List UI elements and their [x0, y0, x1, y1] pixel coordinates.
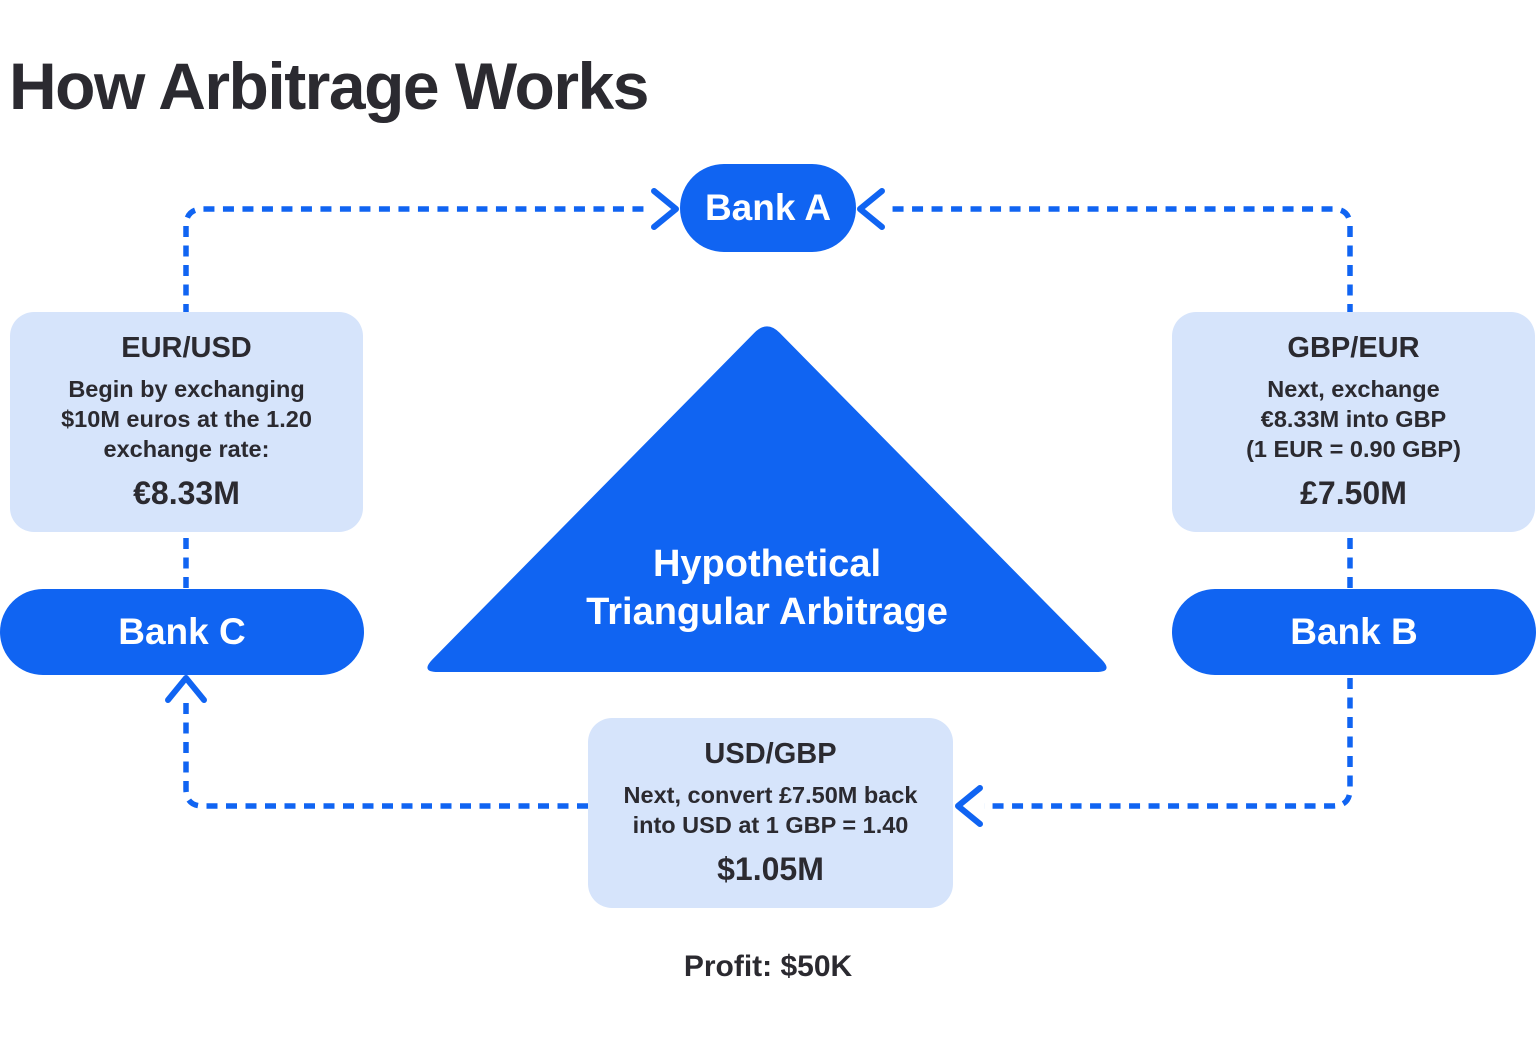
- arrow-line-b-to-usdgbp: [984, 678, 1353, 809]
- step-value-gbp-eur: £7.50M: [1300, 475, 1407, 511]
- step-box-usd-gbp: USD/GBP Next, convert £7.50M back into U…: [588, 718, 953, 908]
- bank-b-label: Bank B: [1290, 611, 1418, 652]
- step-value-usd-gbp: $1.05M: [717, 851, 824, 887]
- arrow-line-c-to-a: [183, 206, 650, 588]
- step-title-usd-gbp: USD/GBP: [704, 738, 837, 770]
- bank-b-node: Bank B: [1172, 589, 1536, 675]
- step-box-gbp-eur: GBP/EUR Next, exchange €8.33M into GBP (…: [1172, 312, 1535, 532]
- step-value-eur-usd: €8.33M: [133, 475, 240, 511]
- page-title: How Arbitrage Works: [9, 49, 649, 123]
- arrowhead-into-usdgbp-box: [955, 785, 983, 827]
- step-body-eur-usd: Begin by exchanging $10M euros at the 1.…: [61, 376, 312, 462]
- step-title-gbp-eur: GBP/EUR: [1287, 332, 1420, 364]
- arrowhead-into-bank-a-left: [651, 188, 679, 230]
- arrowhead-into-bank-a-right: [857, 188, 885, 230]
- bank-a-label: Bank A: [704, 187, 832, 228]
- arrow-line-usdgbp-to-c: [183, 702, 588, 809]
- bank-c-label: Bank C: [118, 611, 246, 652]
- triangle-shape: [427, 326, 1107, 672]
- profit-text: Profit: $50K: [683, 950, 853, 983]
- triangle-caption: Hypothetical Triangular Arbitrage: [586, 543, 948, 633]
- bank-c-node: Bank C: [0, 589, 364, 675]
- step-body-gbp-eur: Next, exchange €8.33M into GBP (1 EUR = …: [1246, 376, 1461, 462]
- step-box-eur-usd: EUR/USD Begin by exchanging $10M euros a…: [10, 312, 363, 532]
- arrowhead-into-bank-c: [165, 675, 207, 703]
- step-title-eur-usd: EUR/USD: [121, 332, 252, 364]
- arrow-line-b-to-a: [886, 206, 1353, 588]
- step-body-usd-gbp: Next, convert £7.50M back into USD at 1 …: [623, 782, 918, 838]
- bank-a-node: Bank A: [680, 164, 856, 252]
